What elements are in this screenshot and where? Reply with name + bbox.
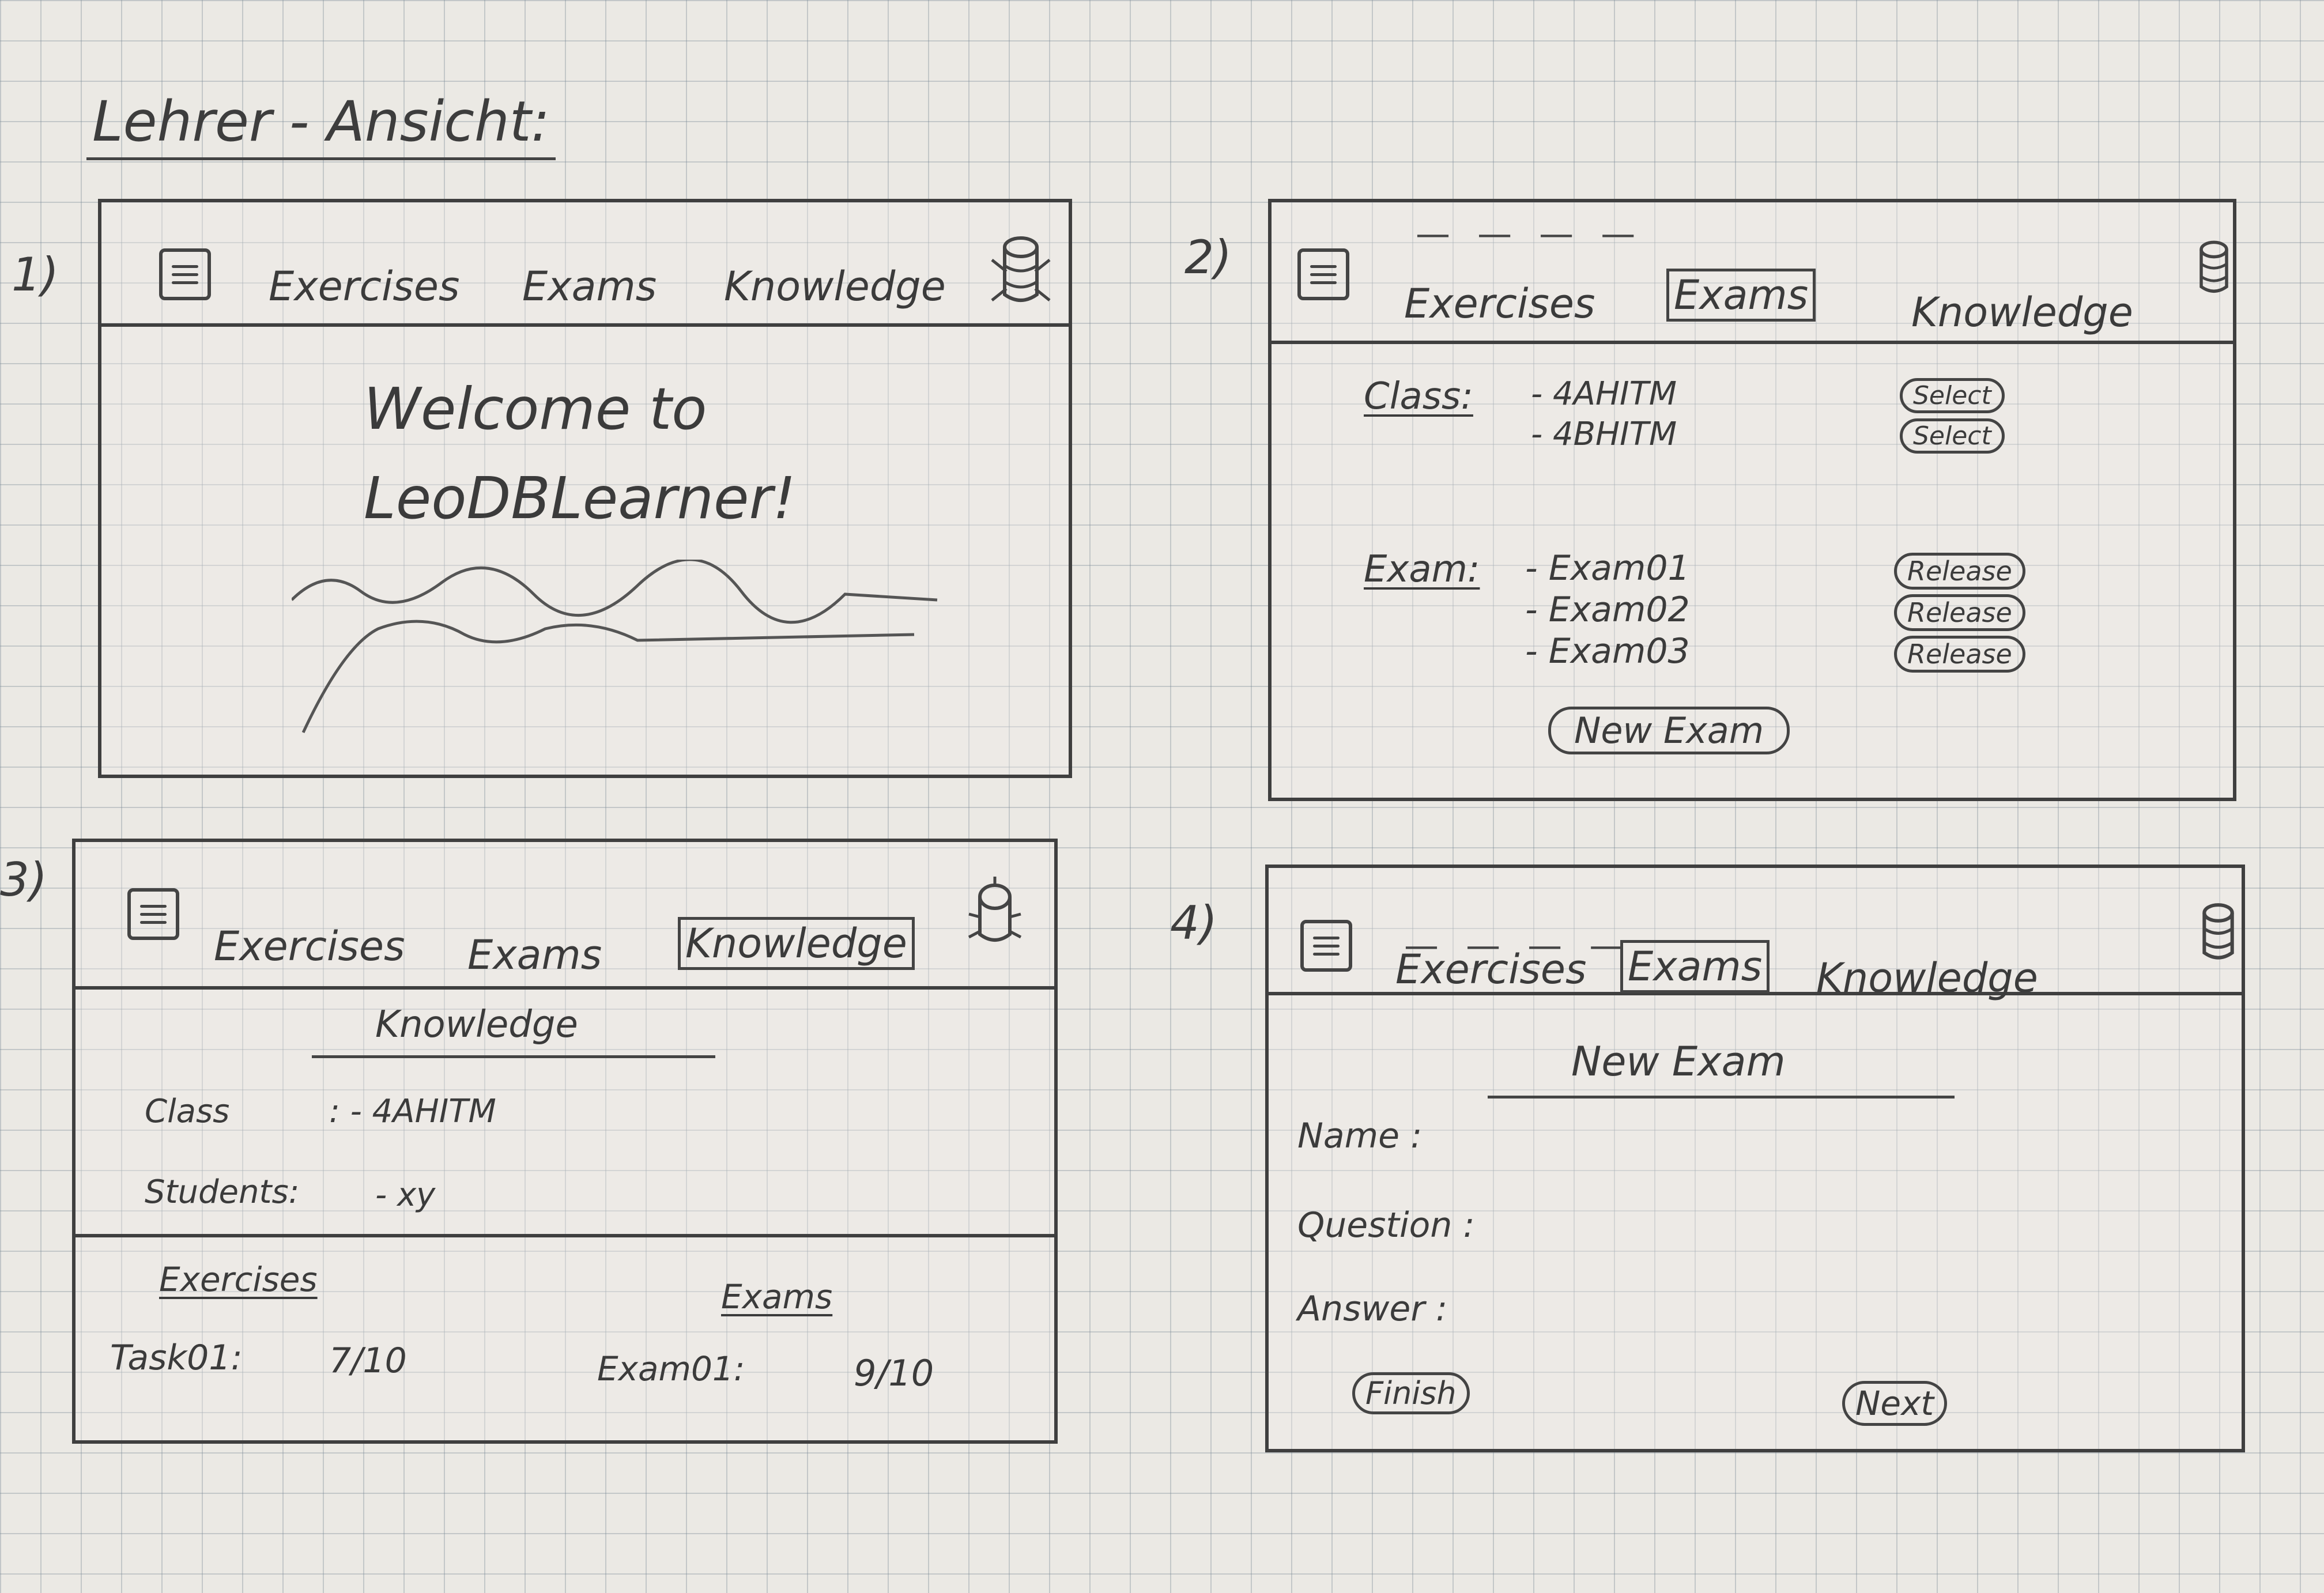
panel-1-navbar: Exercises Exams Knowledge <box>101 202 1069 327</box>
tab-exams[interactable]: Exams <box>1666 269 1816 322</box>
panel-1-number: 1) <box>12 248 59 301</box>
release-button-3[interactable]: Release <box>1894 636 2025 673</box>
panel-3-knowledge: Exercises Exams Knowledge Knowledge Clas… <box>72 839 1058 1444</box>
release-button-1[interactable]: Release <box>1894 553 2025 590</box>
page-title: Lehrer - Ansicht: <box>86 89 556 160</box>
logo-icon[interactable] <box>2191 897 2246 969</box>
logo-icon[interactable] <box>989 231 1052 312</box>
logo-icon[interactable] <box>963 874 1027 954</box>
exam-label: Exam01: <box>597 1349 745 1388</box>
panel-4-number: 4) <box>1170 896 1218 950</box>
exam-item-3: - Exam03 <box>1525 631 1690 671</box>
class-value: : - 4AHITM <box>329 1093 496 1130</box>
menu-icon[interactable] <box>159 248 211 300</box>
menu-icon[interactable] <box>1297 248 1349 300</box>
welcome-line-1: Welcome to <box>364 375 707 443</box>
tab-exercises[interactable]: Exercises <box>1395 946 1587 993</box>
answer-label: Answer : <box>1297 1289 1448 1329</box>
new-exam-heading: New Exam <box>1571 1038 1786 1085</box>
question-label: Question : <box>1297 1205 1475 1245</box>
tab-exams[interactable]: Exams <box>1620 940 1770 993</box>
menu-icon[interactable] <box>127 888 179 940</box>
class-item-2: - 4BHITM <box>1531 416 1677 453</box>
panel-3-navbar: Exercises Exams Knowledge <box>76 842 1054 990</box>
tab-knowledge[interactable]: Knowledge <box>724 263 946 310</box>
panel-4-new-exam: — — — — Exercises Exams Knowledge New Ex… <box>1265 865 2245 1452</box>
placeholder-text-scribble <box>292 560 938 734</box>
tab-exercises[interactable]: Exercises <box>269 263 460 310</box>
next-button[interactable]: Next <box>1842 1381 1948 1426</box>
tab-knowledge[interactable]: Knowledge <box>1911 289 2133 336</box>
class-label: Class: <box>1364 375 1473 418</box>
panel-1-welcome: Exercises Exams Knowledge Welcome to Leo… <box>98 199 1072 778</box>
welcome-line-2: LeoDBLearner! <box>364 465 796 532</box>
exam-item-2: - Exam02 <box>1525 590 1690 630</box>
panel-2-navbar: — — — — Exercises Exams Knowledge <box>1272 202 2233 344</box>
students-label: Students: <box>145 1173 300 1211</box>
tab-exercises[interactable]: Exercises <box>214 923 405 970</box>
select-button-2[interactable]: Select <box>1900 418 2005 454</box>
exam-score: 9/10 <box>854 1352 934 1394</box>
logo-icon[interactable] <box>2188 237 2240 300</box>
new-exam-button[interactable]: New Exam <box>1548 707 1790 754</box>
tab-knowledge[interactable]: Knowledge <box>678 917 915 970</box>
exam-label: Exam: <box>1364 548 1480 591</box>
exercises-heading: Exercises <box>159 1260 318 1299</box>
task-label: Task01: <box>110 1338 243 1378</box>
knowledge-heading: Knowledge <box>375 1003 578 1046</box>
panel-2-exams: — — — — Exercises Exams Knowledge Class:… <box>1268 199 2236 801</box>
exams-heading: Exams <box>721 1277 833 1316</box>
menu-icon[interactable] <box>1300 920 1352 972</box>
panel-3-number: 3) <box>0 853 48 907</box>
task-score: 7/10 <box>329 1341 407 1381</box>
tab-exercises[interactable]: Exercises <box>1404 280 1595 327</box>
exam-item-1: - Exam01 <box>1525 548 1690 588</box>
tab-exams[interactable]: Exams <box>467 931 602 979</box>
students-value: - xy <box>375 1176 436 1214</box>
panel-2-number: 2) <box>1184 231 1232 284</box>
select-button-1[interactable]: Select <box>1900 378 2005 413</box>
panel-4-navbar: — — — — Exercises Exams Knowledge <box>1269 868 2242 1002</box>
finish-button[interactable]: Finish <box>1352 1372 1470 1414</box>
class-item-1: - 4AHITM <box>1531 375 1677 413</box>
class-label: Class <box>145 1093 230 1130</box>
tab-knowledge[interactable]: Knowledge <box>1816 954 2038 1002</box>
name-label: Name : <box>1297 1116 1423 1156</box>
tab-exams[interactable]: Exams <box>522 263 657 310</box>
release-button-2[interactable]: Release <box>1894 594 2025 631</box>
